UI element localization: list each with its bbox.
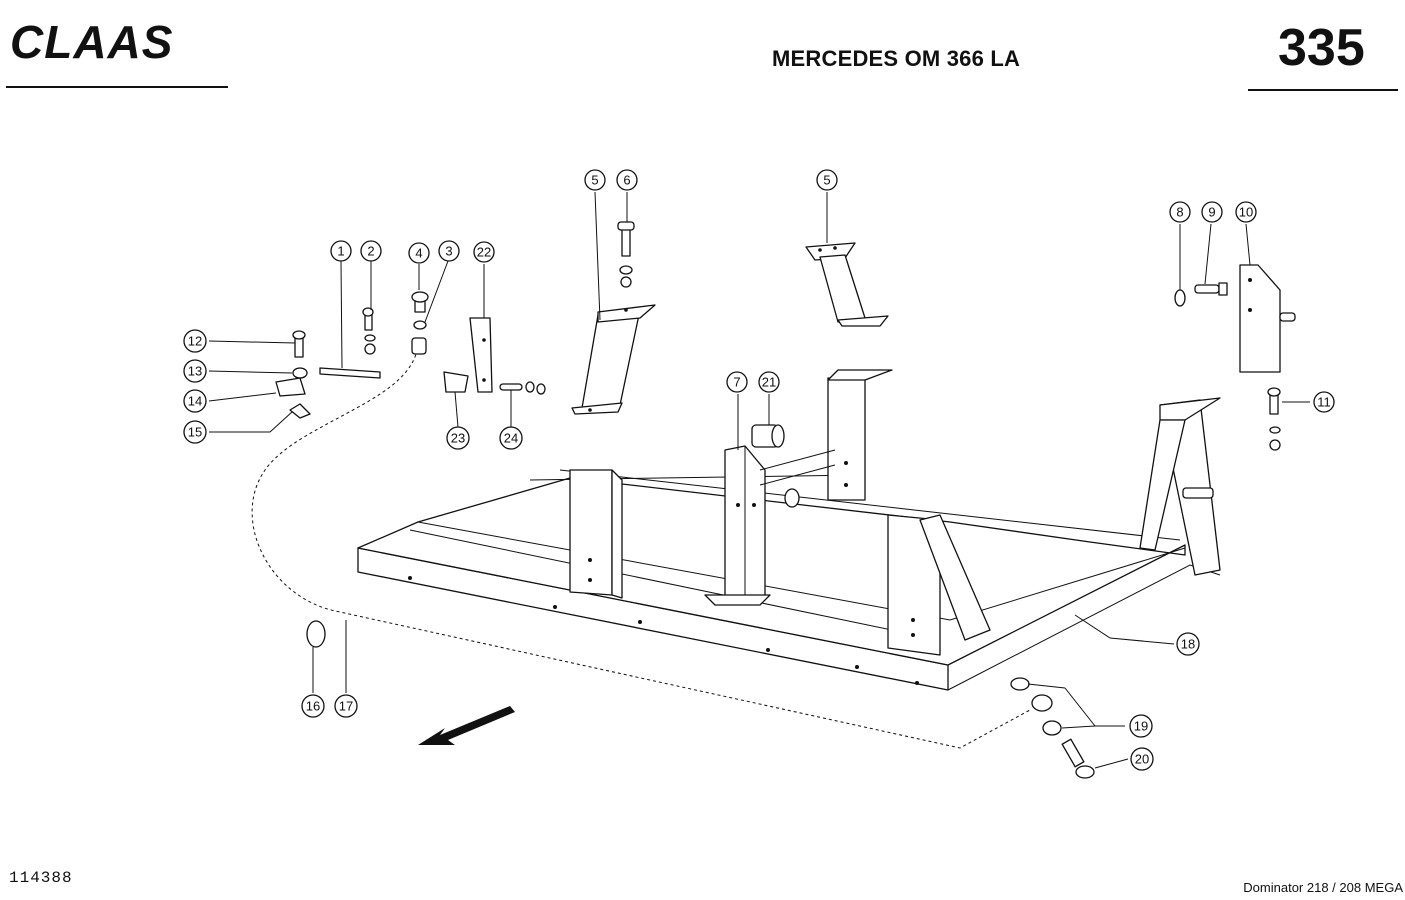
- callout-19: 19: [1129, 714, 1153, 738]
- svg-text:12: 12: [188, 334, 202, 349]
- svg-text:13: 13: [188, 364, 202, 379]
- callout-7: 7: [726, 371, 748, 393]
- page-title: MERCEDES OM 366 LA: [772, 46, 1021, 71]
- svg-text:7: 7: [733, 375, 740, 390]
- svg-text:6: 6: [623, 173, 630, 188]
- header-rule-left: [6, 86, 228, 88]
- claas-logo: CLAAS: [10, 20, 173, 64]
- svg-text:18: 18: [1181, 637, 1195, 652]
- svg-text:21: 21: [762, 375, 776, 390]
- header-rule-right: [1248, 89, 1398, 91]
- callout-4: 4: [408, 242, 430, 264]
- callout-15: 15: [183, 420, 207, 444]
- callout-21: 21: [758, 371, 780, 393]
- svg-text:10: 10: [1239, 205, 1253, 220]
- callout-12: 12: [183, 329, 207, 353]
- callout-6: 6: [616, 169, 638, 191]
- part-5-bracket-right: [805, 242, 889, 327]
- svg-text:19: 19: [1134, 719, 1148, 734]
- callout-8: 8: [1169, 201, 1191, 223]
- svg-text:15: 15: [188, 425, 202, 440]
- callout-9: 9: [1201, 201, 1223, 223]
- callout-13: 13: [183, 359, 207, 383]
- callout-18: 18: [1176, 632, 1200, 656]
- svg-text:3: 3: [445, 244, 452, 259]
- callout-5-right: 5: [816, 169, 838, 191]
- document-number: 114388: [9, 869, 73, 887]
- callout-14: 14: [183, 389, 207, 413]
- part-21-sleeve: [751, 424, 785, 448]
- callout-5-left: 5: [584, 169, 606, 191]
- machine-model: Dominator 218 / 208 MEGA: [1243, 880, 1403, 895]
- svg-text:24: 24: [504, 431, 518, 446]
- part-10-plate: [1239, 264, 1296, 373]
- svg-text:22: 22: [477, 245, 491, 260]
- callout-23: 23: [446, 426, 470, 450]
- svg-text:20: 20: [1135, 752, 1149, 767]
- callout-11: 11: [1313, 391, 1335, 413]
- svg-text:17: 17: [339, 699, 353, 714]
- callout-22: 22: [473, 241, 495, 263]
- leader-lines: [208, 191, 1310, 769]
- hose-17: [250, 337, 1031, 751]
- svg-text:5: 5: [823, 173, 830, 188]
- engine-support-frame: [357, 369, 1221, 691]
- callout-3: 3: [438, 240, 460, 262]
- direction-arrow: [418, 706, 515, 745]
- svg-text:1: 1: [337, 244, 344, 259]
- svg-text:5: 5: [591, 173, 598, 188]
- page-number: 335: [1278, 19, 1365, 77]
- part-7-bracket: [704, 445, 836, 606]
- callout-1: 1: [330, 240, 352, 262]
- svg-text:9: 9: [1208, 205, 1215, 220]
- svg-text:8: 8: [1176, 205, 1183, 220]
- fasteners: [275, 221, 1281, 779]
- callout-10: 10: [1235, 201, 1257, 223]
- callout-24: 24: [499, 426, 523, 450]
- part-5-bracket-left: [571, 304, 656, 415]
- svg-text:23: 23: [451, 431, 465, 446]
- svg-text:14: 14: [188, 394, 202, 409]
- svg-text:11: 11: [1317, 395, 1331, 410]
- svg-text:4: 4: [415, 246, 422, 261]
- callout-2: 2: [360, 240, 382, 262]
- callout-17: 17: [334, 694, 358, 718]
- svg-text:16: 16: [306, 699, 320, 714]
- svg-text:CLAAS: CLAAS: [10, 20, 173, 64]
- callout-16: 16: [301, 694, 325, 718]
- callout-20: 20: [1130, 747, 1154, 771]
- svg-text:2: 2: [367, 244, 374, 259]
